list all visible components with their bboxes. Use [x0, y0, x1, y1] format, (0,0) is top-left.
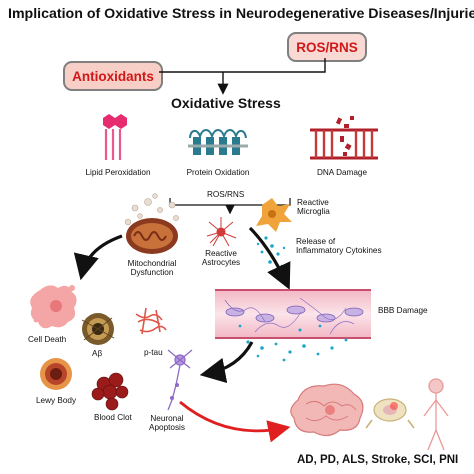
amyloid-beta-icon — [81, 313, 115, 345]
microglia-icon — [256, 198, 292, 232]
cytokine-dot — [282, 246, 286, 250]
cytokine-dot — [246, 340, 250, 344]
cytokine-dot — [270, 244, 274, 248]
cytokine-dot — [330, 346, 334, 350]
disease-list: AD, PD, ALS, Stroke, SCI, PNI — [297, 454, 459, 466]
cytokine-dot — [298, 328, 302, 332]
cytokine-dot — [318, 324, 322, 328]
top-connector-arrows — [159, 58, 326, 95]
cytokine-dot — [274, 342, 278, 346]
cytokine-dot — [274, 272, 278, 276]
lipid-peroxidation-label: Lipid Peroxidation — [85, 168, 151, 177]
spinal-cord-icon — [365, 398, 415, 429]
neuron-icon — [167, 349, 193, 411]
lewy-body-label: Lewy Body — [36, 396, 77, 405]
cytokine-dot — [280, 264, 284, 268]
ros-rns-box: ROS/RNS — [287, 32, 367, 62]
figure-title: Implication of Oxidative Stress in Neuro… — [8, 6, 474, 22]
protein-oxidation-label: Protein Oxidation — [186, 168, 250, 177]
cell-death-icon — [30, 285, 77, 329]
cytokine-dot — [282, 358, 286, 362]
cytokine-dot — [316, 352, 320, 356]
lipid-icon — [103, 114, 127, 160]
cell-death-label: Cell Death — [28, 335, 67, 344]
lewy-body-icon — [40, 358, 72, 390]
arrow-to-cell-death — [73, 234, 123, 281]
arrow-bbb-to-apoptosis — [199, 341, 254, 384]
cytokine-dot — [264, 236, 268, 240]
cytokine-dot — [344, 338, 348, 342]
cytokine-dot — [276, 252, 280, 256]
astrocyte-icon — [206, 217, 237, 247]
cytokine-dot — [260, 346, 264, 350]
cytokine-dot — [256, 242, 260, 246]
antioxidants-box: Antioxidants — [63, 61, 163, 91]
cytokine-dot — [286, 274, 290, 278]
arrow-cytokines-to-bbb — [248, 226, 291, 290]
brain-icon — [290, 383, 364, 437]
cytokine-dot — [268, 260, 272, 264]
bbb-leak-dots — [238, 324, 348, 362]
p-tau-icon — [135, 307, 167, 335]
cytokine-dot — [238, 324, 242, 328]
arrow-to-diseases — [179, 400, 291, 443]
blood-vessel-icon — [215, 289, 371, 339]
cytokine-dot — [288, 350, 292, 354]
cytokine-dot — [260, 250, 264, 254]
p-tau-label: p-tau — [144, 348, 163, 357]
cytokine-dot — [256, 354, 260, 358]
protein-icon — [188, 129, 248, 155]
dna-damage-label: DNA Damage — [316, 168, 368, 177]
ros-rns-small-label: ROS/RNS — [207, 190, 245, 199]
ros-branch-lines — [169, 198, 291, 215]
blood-clot-icon — [91, 372, 129, 411]
oxidative-stress-label: Oxidative Stress — [171, 95, 281, 111]
cytokine-dot — [302, 344, 306, 348]
abeta-label: Aβ — [92, 349, 103, 358]
blood-clot-label: Blood Clot — [94, 413, 132, 422]
bbb-damage-label: BBB Damage — [378, 306, 428, 315]
dna-icon — [310, 116, 378, 160]
nervous-system-icon — [423, 378, 449, 451]
mitochondria-icon — [124, 193, 179, 254]
